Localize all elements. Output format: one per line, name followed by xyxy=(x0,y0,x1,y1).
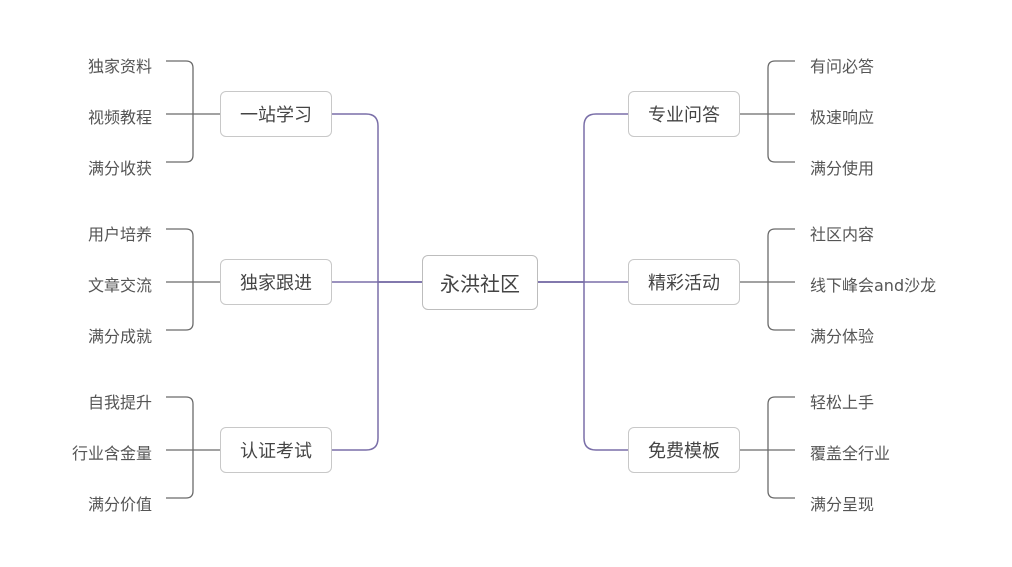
leaf-item[interactable]: 社区内容 xyxy=(810,225,875,244)
branch-node-label: 一站学习 xyxy=(240,105,312,126)
leaf-item[interactable]: 满分成就 xyxy=(87,327,152,346)
leaf-item[interactable]: 轻松上手 xyxy=(810,393,875,412)
leaf-item[interactable]: 满分体验 xyxy=(810,327,875,346)
leaf-item[interactable]: 满分使用 xyxy=(810,159,875,178)
branch-node-label: 免费模板 xyxy=(648,441,720,462)
connector-root-to-branch-6 xyxy=(538,281,628,451)
branch-node-certification-exam[interactable]: 认证考试 xyxy=(220,427,332,473)
leaf-item[interactable]: 极速响应 xyxy=(810,108,875,127)
branch-node-label: 独家跟进 xyxy=(240,273,312,294)
leaf-item[interactable]: 文章交流 xyxy=(87,276,152,295)
branch-node-exclusive-follow-up[interactable]: 独家跟进 xyxy=(220,259,332,305)
leaf-item[interactable]: 满分呈现 xyxy=(810,495,875,514)
connector-branch-1-leaves xyxy=(166,60,220,163)
leaf-item[interactable]: 满分价值 xyxy=(87,495,152,514)
leaf-item[interactable]: 满分收获 xyxy=(87,159,152,178)
leaf-item[interactable]: 用户培养 xyxy=(87,225,152,244)
leaf-item[interactable]: 自我提升 xyxy=(87,393,152,412)
leaf-item[interactable]: 有问必答 xyxy=(810,57,875,76)
leaf-item[interactable]: 行业含金量 xyxy=(71,444,152,463)
connector-branch-4-leaves xyxy=(740,60,795,163)
leaf-item[interactable]: 独家资料 xyxy=(87,57,152,76)
connector-branch-6-leaves xyxy=(740,396,795,499)
leaf-item[interactable]: 线下峰会and沙龙 xyxy=(810,276,937,295)
branch-node-label: 专业问答 xyxy=(648,105,720,126)
connector-branch-3-leaves xyxy=(166,396,220,499)
root-node-label: 永洪社区 xyxy=(440,272,520,296)
connector-root-to-branch-4 xyxy=(538,113,628,283)
branch-node-exciting-events[interactable]: 精彩活动 xyxy=(628,259,740,305)
branch-node-free-templates[interactable]: 免费模板 xyxy=(628,427,740,473)
branch-node-label: 精彩活动 xyxy=(648,273,720,294)
connector-root-to-branch-3 xyxy=(332,281,422,451)
leaf-item[interactable]: 视频教程 xyxy=(87,108,152,127)
connector-root-to-branch-1 xyxy=(332,113,422,283)
branch-node-one-stop-learning[interactable]: 一站学习 xyxy=(220,91,332,137)
branch-node-professional-qa[interactable]: 专业问答 xyxy=(628,91,740,137)
leaf-item[interactable]: 覆盖全行业 xyxy=(810,444,891,463)
connector-branch-5-leaves xyxy=(740,228,795,331)
branch-node-label: 认证考试 xyxy=(240,441,312,462)
connector-branch-2-leaves xyxy=(166,228,220,331)
root-node[interactable]: 永洪社区 xyxy=(422,255,538,310)
